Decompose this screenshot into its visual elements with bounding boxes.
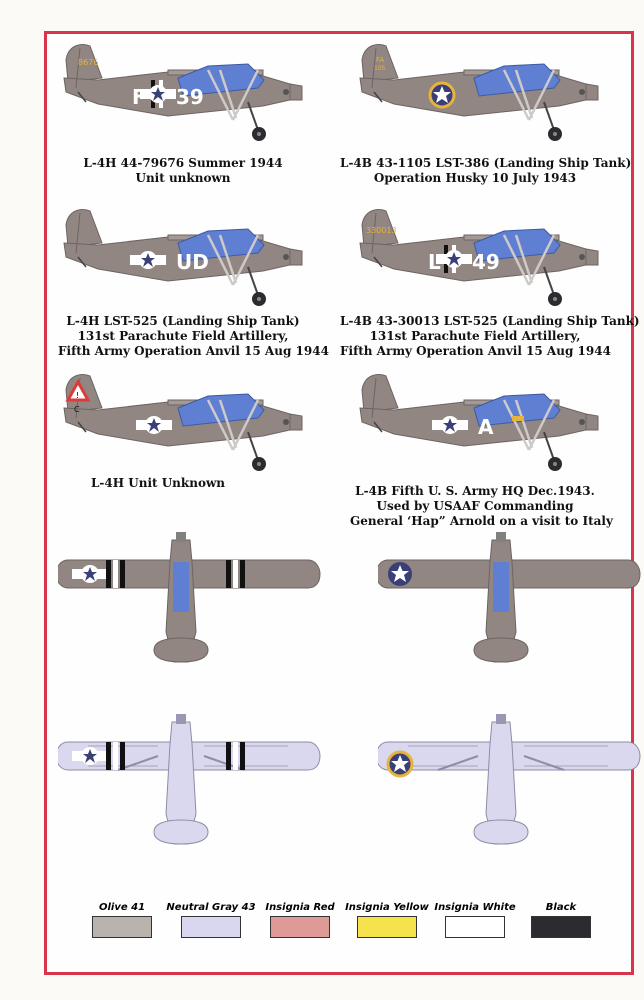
svg-text:!: !	[76, 391, 79, 400]
svg-text:A: A	[478, 415, 494, 439]
swatch-olive	[92, 916, 152, 938]
profile-l4h-lst-525: UD	[62, 208, 304, 308]
swatch-yellow	[357, 916, 417, 938]
profile-l4h-unit-unknown: ! C	[62, 373, 304, 473]
legend-insignia-red: Insignia Red	[262, 902, 338, 938]
swatch-red	[270, 916, 330, 938]
plan-top-left	[58, 532, 321, 663]
profile-l4h-44-79676: 8676 F 39	[62, 43, 304, 143]
svg-text:39: 39	[176, 85, 204, 109]
svg-text:105: 105	[374, 65, 386, 72]
caption-p4: L-4B 43-30013 LST-525 (Landing Ship Tank…	[340, 314, 640, 358]
swatch-white	[445, 916, 505, 938]
swatch-neutral-gray	[181, 916, 241, 938]
swatch-black	[531, 916, 591, 938]
svg-text:330013: 330013	[366, 226, 397, 235]
svg-text:C: C	[74, 405, 80, 414]
profile-l4b-fifth-army-hq: A	[358, 373, 600, 473]
page-frame	[44, 31, 634, 975]
plan-top-right	[378, 532, 641, 663]
plan-bottom-right	[378, 714, 641, 845]
svg-text:FA: FA	[376, 56, 384, 64]
svg-text:UD: UD	[176, 250, 209, 274]
caption-p5: L-4H Unit Unknown	[90, 476, 226, 490]
caption-p3: L-4H LST-525 (Landing Ship Tank)131st Pa…	[58, 314, 329, 358]
legend-insignia-white: Insignia White	[434, 902, 516, 938]
caption-p2: L-4B 43-1105 LST-386 (Landing Ship Tank)…	[340, 156, 632, 185]
caption-p6: L-4B Fifth U. S. Army HQ Dec.1943.Used b…	[350, 484, 613, 528]
legend-neutral-gray-43: Neutral Gray 43	[166, 902, 256, 938]
tail-code: 8676	[78, 58, 98, 67]
legend-insignia-yellow: Insignia Yellow	[344, 902, 430, 938]
legend-olive-41: Olive 41	[84, 902, 160, 938]
legend-black: Black	[522, 902, 600, 938]
profile-l4b-43-30013: 330013 L 49	[358, 208, 600, 308]
svg-text:49: 49	[472, 250, 500, 274]
profile-l4b-43-1105: FA 105	[358, 43, 600, 143]
plan-bottom-left	[58, 714, 321, 845]
